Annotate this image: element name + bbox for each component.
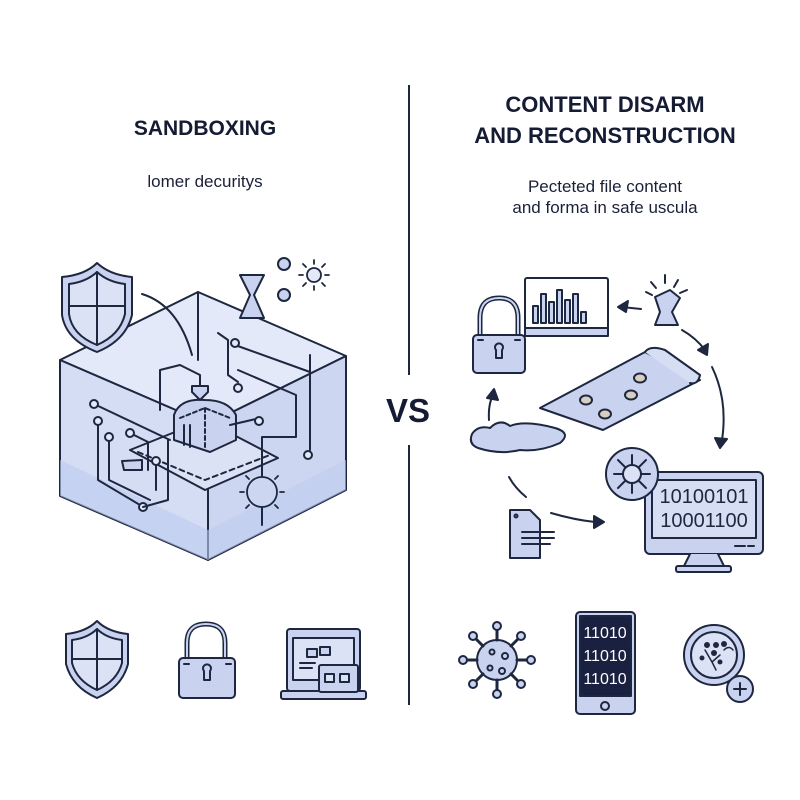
circuit-traces xyxy=(89,332,313,526)
document-icon xyxy=(509,509,555,559)
monitor-binary-line1: 10100101 xyxy=(660,486,749,508)
laptop-windows-icon xyxy=(280,628,367,700)
virus-icon xyxy=(239,469,285,515)
arrow-head xyxy=(593,515,605,529)
cdr-subtitle-line1: Pecteted file content xyxy=(527,177,683,196)
arc-segment xyxy=(508,476,527,498)
virus-icon xyxy=(458,621,536,699)
magnifier-plus-icon xyxy=(683,624,754,703)
padlock-icon xyxy=(178,621,236,699)
sandboxing-subtitle: lomer decuritys xyxy=(147,172,263,191)
bar-chart-panel-icon xyxy=(524,277,609,337)
arrow-line xyxy=(550,512,596,523)
sandboxing-title: SANDBOXING xyxy=(133,117,277,140)
cdr-title-line2: AND RECONSTRUCTION xyxy=(474,123,736,148)
cdr-subtitle-line2: and forma in safe uscula xyxy=(512,198,698,217)
box-bottom-shade xyxy=(60,460,346,560)
cdr-subtitle: Pecteted file content and forma in safe … xyxy=(410,176,800,218)
network-node-icon xyxy=(605,447,659,501)
padlock-icon xyxy=(472,295,526,374)
monitor-binary-line2: 10001100 xyxy=(660,510,748,532)
arrow-head xyxy=(617,300,629,313)
heart-marker xyxy=(191,385,209,401)
central-cube xyxy=(173,398,237,453)
arrow-head xyxy=(697,343,709,356)
divider-gap xyxy=(395,375,425,445)
cdr-title: CONTENT DISARM AND RECONSTRUCTION xyxy=(410,89,800,151)
phone-binary-line: 11010 xyxy=(583,648,626,665)
platform-dashed-edge xyxy=(137,451,271,481)
gem-light-icon xyxy=(645,274,688,326)
arrow-head xyxy=(714,437,728,449)
phone-binary-line: 11010 xyxy=(583,625,626,642)
shield-icon xyxy=(61,262,133,353)
arrow-head xyxy=(486,388,499,401)
shield-arc xyxy=(141,293,193,356)
cdr-title-line1: CONTENT DISARM xyxy=(505,92,705,117)
vs-label: VS xyxy=(385,392,431,429)
phone-binary-icon: 11010 11010 11010 xyxy=(575,611,636,715)
unrolled-document-icon xyxy=(539,346,701,431)
bubble-icon xyxy=(277,257,291,271)
bubble-icon xyxy=(277,288,291,302)
shield-icon xyxy=(65,620,129,699)
small-virus-icon xyxy=(298,259,330,291)
arrow-line xyxy=(711,366,725,441)
hourglass-icon xyxy=(239,274,265,319)
crumpled-file-icon xyxy=(469,421,566,454)
monitor-icon: 10100101 10001100 xyxy=(644,471,764,573)
phone-binary-line: 11010 xyxy=(583,671,626,688)
